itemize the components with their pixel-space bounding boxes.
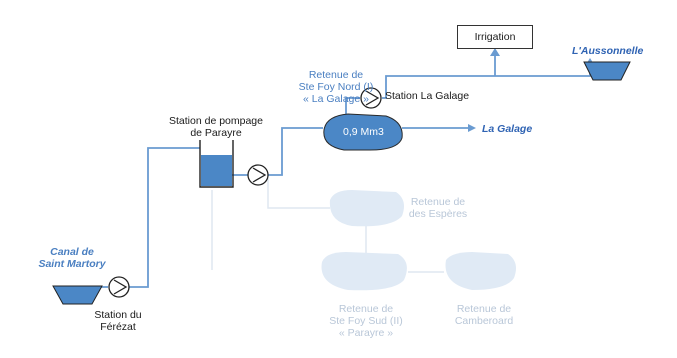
arrow-irrigation [490,48,500,56]
pump-ferezat-icon [108,276,130,298]
pump-parayre-icon [247,164,269,186]
retenue-nord-label: Retenue de Ste Foy Nord (I) « La Galage … [298,69,374,105]
retenue-esperes-shape [329,190,404,227]
la-galage-label: La Galage [482,123,533,135]
faint-pipes [211,178,444,273]
station-galage-label: Station La Galage [385,90,470,102]
parayre-tank-water [201,155,232,186]
pipe-parayre-to-nord [268,127,323,176]
station-ferezat-label: Station du Férézat [94,309,142,333]
canal-label: Canal de Saint Martory [38,246,106,270]
canal-basin-shape [52,285,103,305]
faint-pipe-to-esperes [267,178,330,209]
retenue-nord-shape [323,113,403,151]
pipe-ferezat-to-tank [129,147,200,288]
pump-galage-icon [360,87,382,109]
aussonnelle-basin-shape [583,61,631,81]
arrowheads [468,48,595,132]
arrow-la-galage [468,124,476,132]
station-parayre-label: Station de pompage de Parayre [169,115,263,139]
volume-nord-label: 0,9 Mm3 [343,126,384,138]
retenue-sud-label: Retenue de Ste Foy Sud (II) « Parayre » [329,303,403,339]
aussonnelle-label: L'Aussonnelle [572,45,644,57]
irrigation-box: Irrigation [457,25,533,49]
retenue-camberoard-label: Retenue de Camberoard [454,303,514,327]
irrigation-label: Irrigation [474,31,516,43]
pipe-nord-to-galage-pump [345,97,360,116]
retenue-sud-shape [321,252,407,291]
retenue-camberoard-shape [445,252,516,290]
retenue-esperes-label: Retenue de des Espères [408,196,468,220]
parayre-tank-outline [199,140,234,188]
